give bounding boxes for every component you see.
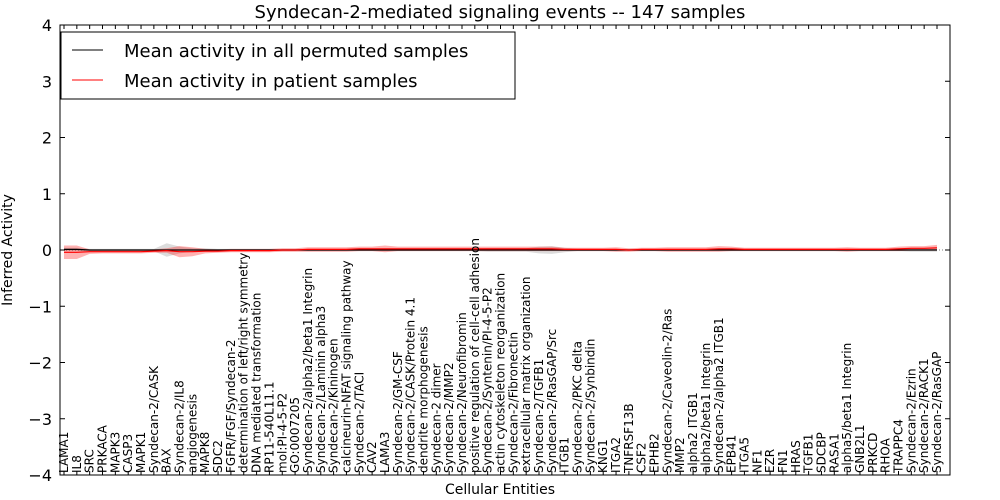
x-category-label: ITGA5 [737,437,751,473]
x-category-label: EZR [763,449,777,473]
y-tick-label: 2 [42,129,52,148]
x-category-label: CAV2 [365,441,379,473]
x-category-label: GO:0007205 [288,397,302,473]
y-tick-label: 4 [42,16,52,35]
x-category-label: Syndecan-2/Syntenin/PI-4-5-P2 [481,287,495,473]
x-category-label: angiogenesis [185,394,199,473]
x-category-label: HRAS [789,440,803,473]
y-axis-title: Inferred Activity [0,194,16,306]
x-category-label: determination of left/right symmetry [237,253,251,473]
x-category-label: Syndecan-2/IL8 [173,380,187,473]
y-tick-label: 3 [42,72,52,91]
x-category-label: dendrite morphogenesis [417,326,431,473]
x-category-label: Syndecan-2/RasGAP [930,352,944,473]
x-category-label: Syndecan-2/alpha2/beta1 Integrin [301,268,315,473]
x-category-label: alpha2 ITGB1 [686,392,700,473]
series-lines [60,247,950,253]
x-category-label: GNB2L1 [853,425,867,473]
x-category-label: SDCBP [815,432,829,473]
x-category-label: mol:PI-4-5-P2 [275,393,289,473]
legend: Mean activity in all permuted samples Me… [60,31,516,100]
x-category-label: Syndecan-2/RACK1 [917,358,931,473]
x-category-label: alpha5/beta1 Integrin [840,343,854,473]
x-category-label: LAMA3 [378,432,392,473]
x-category-label: FGFR/FGF/Syndecan-2 [224,340,238,473]
x-category-label: Syndecan-2/Ezrin [904,368,918,473]
x-category-label: Syndecan-2/alpha2 ITGB1 [712,317,726,473]
x-category-label: positive regulation of cell-cell adhesio… [468,238,482,473]
x-category-label: extracellular matrix organization [519,277,533,474]
x-category-label: KNG1 [596,439,610,473]
x-category-label: MMP2 [673,437,687,473]
x-category-label: EPHB2 [648,433,662,473]
x-category-label: Syndecan-2/CASK/Protein 4.1 [404,297,418,473]
x-category-label: Syndecan-2/Fibronectin [506,332,520,473]
category-labels: LAMA1IL8SRCPRKACAMAPK3CASP3MAPK1Syndecan… [57,238,944,474]
x-category-label: Syndecan-2/TACI [352,372,366,473]
x-category-label: Syndecan-2/Neurofibromin [455,312,469,473]
x-category-label: Syndecan-2/Synbindin [583,339,597,473]
x-category-label: RP11-540L11.1 [262,382,276,473]
series-line-1 [64,247,938,253]
legend-label-permuted: Mean activity in all permuted samples [124,41,468,62]
x-category-label: BAX [160,448,174,473]
x-category-label: TRAPPC4 [892,419,906,474]
x-category-label: ITGB1 [558,437,572,473]
x-category-label: EPB41 [725,435,739,473]
x-category-label: Syndecan-2/RasGAP/Src [545,329,559,473]
x-category-label: Syndecan-2/PKC delta [571,341,585,473]
x-category-label: CASP3 [121,434,135,473]
legend-box [60,31,516,100]
x-category-label: RHOA [879,437,893,473]
x-category-label: SRC [83,449,97,473]
x-category-label: Syndecan-2/Caveolin-2/Ras [660,309,674,473]
x-category-label: actin cytoskeleton reorganization [494,273,508,473]
x-category-label: Syndecan-2/GM-CSF [391,351,405,473]
x-category-label: Syndecan-2/CASK [147,365,161,473]
y-tick-label: −1 [28,297,52,316]
x-category-label: TGFB1 [802,434,816,474]
x-category-label: MAPK1 [134,432,148,473]
x-category-label: DNA mediated transformation [250,293,264,473]
x-category-label: alpha2/beta1 Integrin [699,343,713,473]
x-category-label: PRKCD [866,433,880,473]
x-category-label: Syndecan-2/Laminin alpha3 [314,306,328,473]
y-tick-label: 0 [42,241,52,260]
x-category-label: MAPK8 [198,432,212,473]
x-category-label: calcineurin-NFAT signaling pathway [339,260,353,473]
x-category-label: Syndecan-2/Kininogen [327,338,341,473]
x-category-label: CSF2 [635,442,649,473]
y-tick-label: −4 [28,466,52,485]
x-category-label: IL8 [70,455,84,473]
x-category-label: FN1 [776,449,790,473]
chart-title: Syndecan-2-mediated signaling events -- … [255,2,746,23]
x-category-label: TNFRSF13B [622,403,636,474]
x-category-label: PRKACA [96,424,110,473]
y-tick-label: −2 [28,354,52,373]
x-category-label: SDC2 [211,440,225,473]
x-category-label: ITGA2 [609,437,623,473]
x-category-label: RASA1 [827,433,841,473]
x-category-label: Syndecan-2/TGFB1 [532,359,546,473]
y-tick-label: 1 [42,185,52,204]
y-tick-label: −3 [28,410,52,429]
x-category-label: NF1 [750,449,764,473]
legend-label-patient: Mean activity in patient samples [124,71,418,92]
x-category-label: MAPK3 [108,432,122,473]
x-category-label: Syndecan-2 dimer [429,363,443,473]
x-axis-ticks [63,25,938,475]
x-category-label: Syndecan-2/MMP2 [442,363,456,473]
y-axis-ticks: 4 3 2 1 0 −1 −2 −3 −4 [28,16,950,485]
x-axis-title: Cellular Entities [445,482,555,498]
